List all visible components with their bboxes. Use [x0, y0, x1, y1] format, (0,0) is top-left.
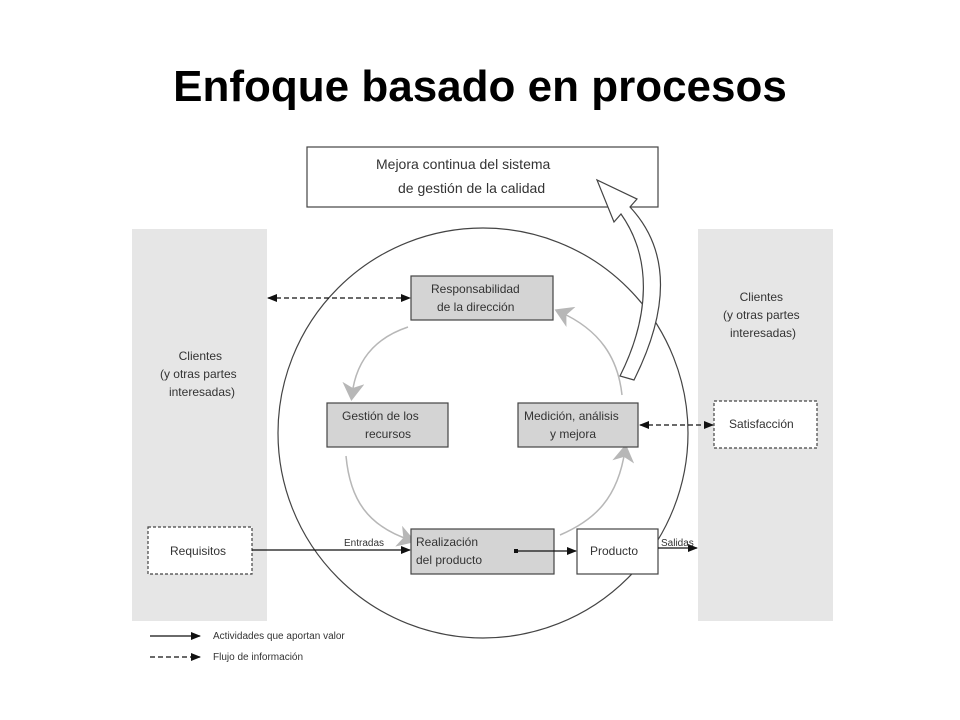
- management-responsibility-box: [410, 275, 554, 321]
- product-realization-label: Realización del producto: [416, 535, 482, 567]
- requirements-box: [147, 526, 253, 575]
- cycle-arrow-resources-to-realization: [345, 455, 416, 547]
- requirements-label: Requisitos: [170, 544, 226, 558]
- resource-management-box: [326, 402, 449, 448]
- cycle-arrow-realization-to-measurement: [559, 444, 635, 536]
- continuous-improvement-box: [306, 146, 659, 208]
- product-label: Producto: [590, 544, 638, 558]
- satisfaction-box: [713, 400, 818, 449]
- inputs-label: Entradas: [344, 538, 384, 549]
- improvement-arrow: [595, 178, 661, 381]
- process-cycle-circle: [277, 227, 689, 639]
- management-responsibility-label: Responsabilidad de la dirección: [431, 282, 523, 314]
- realization-output-dot: [514, 549, 518, 553]
- page-title: Enfoque basado en procesos: [173, 62, 787, 111]
- cycle-arrow-management-to-resources: [342, 326, 409, 401]
- cycle-arrow-measurement-to-management: [554, 306, 623, 396]
- measurement-analysis-box: [517, 402, 639, 448]
- continuous-improvement-label: Mejora continua del sistema de gestión d…: [376, 156, 554, 196]
- resource-management-label: Gestión de los recursos: [342, 409, 422, 441]
- legend-value-activities: Actividades que aportan valor: [213, 631, 345, 642]
- left-panel-label: Clientes (y otras partes interesadas): [160, 349, 240, 399]
- measurement-analysis-label: Medición, análisis y mejora: [524, 409, 622, 441]
- legend-info-flow: Flujo de información: [213, 652, 303, 663]
- satisfaction-label: Satisfacción: [729, 417, 794, 431]
- right-panel-label: Clientes (y otras partes interesadas): [723, 290, 803, 340]
- outputs-label: Salidas: [661, 538, 694, 549]
- product-box: [576, 528, 659, 575]
